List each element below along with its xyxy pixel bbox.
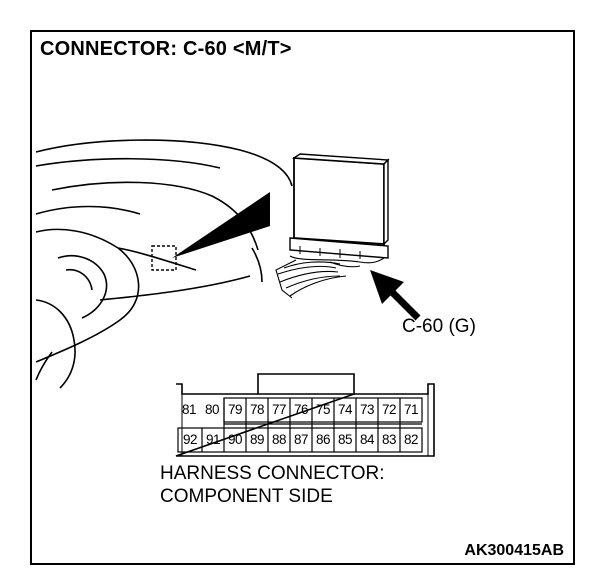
connector-callout-label: C-60 (G): [402, 316, 476, 337]
harness-wires: [275, 255, 385, 299]
pin-92: 92: [182, 432, 198, 447]
harness-connector: 81 80 79 78 77 76 75 74 73 72 71 92 91 9…: [174, 372, 436, 458]
pin-85: 85: [337, 432, 353, 447]
connector-location-marker: [151, 245, 177, 271]
pin-86: 86: [315, 432, 331, 447]
pin-81: 81: [181, 402, 197, 417]
connector-housing: [175, 373, 435, 457]
figure-code: AK300415AB: [464, 542, 564, 559]
caption-line-2: COMPONENT SIDE: [160, 486, 333, 507]
pin-88: 88: [271, 432, 287, 447]
pin-89: 89: [249, 432, 265, 447]
connector-caption: HARNESS CONNECTOR: COMPONENT SIDE: [160, 462, 385, 508]
pin-91: 91: [205, 432, 221, 447]
pin-80: 80: [204, 402, 220, 417]
callout-arrow: [370, 270, 421, 321]
pin-72: 72: [381, 402, 397, 417]
pin-87: 87: [293, 432, 309, 447]
dashboard-outline: [35, 139, 293, 389]
module-box: [289, 153, 390, 259]
pin-90: 90: [227, 432, 243, 447]
pin-79: 79: [227, 402, 243, 417]
pointer-wedge: [172, 192, 270, 258]
pin-75: 75: [315, 402, 331, 417]
pin-83: 83: [381, 432, 397, 447]
diagram-title: CONNECTOR: C-60 <M/T>: [40, 38, 292, 60]
pin-73: 73: [359, 402, 375, 417]
pin-82: 82: [403, 432, 419, 447]
pin-78: 78: [249, 402, 265, 417]
pin-84: 84: [359, 432, 375, 447]
pin-71: 71: [403, 402, 419, 417]
pin-grid: [177, 397, 423, 453]
caption-line-1: HARNESS CONNECTOR:: [160, 463, 385, 484]
pin-77: 77: [271, 402, 287, 417]
pin-76: 76: [293, 402, 309, 417]
pin-74: 74: [337, 402, 353, 417]
